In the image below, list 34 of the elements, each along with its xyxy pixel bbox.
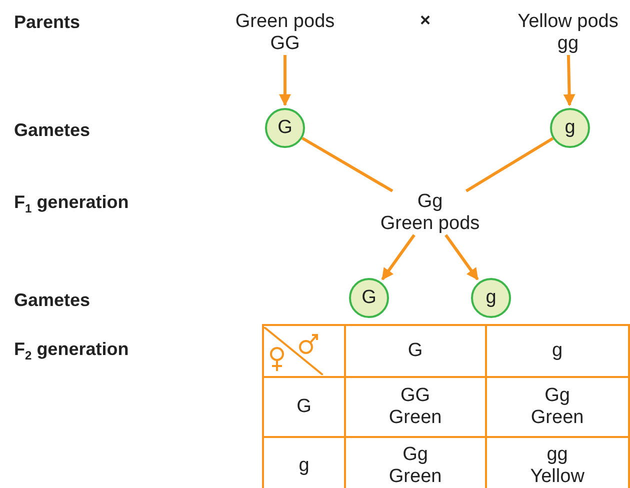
allele-label: G — [278, 117, 292, 139]
connector-line — [302, 136, 394, 192]
genotype-text: Green pods — [234, 11, 336, 33]
row-heading: Parents — [14, 12, 80, 33]
allele-label: G — [362, 287, 376, 309]
arrow — [444, 234, 479, 280]
allele-label: g — [564, 117, 576, 139]
arrow — [381, 234, 416, 280]
genotype-text: Gg — [416, 191, 444, 213]
gamete-circle — [550, 108, 590, 148]
cross-sign: × — [420, 10, 431, 31]
allele-label: g — [486, 287, 496, 309]
genotype-text: Yellow pods — [516, 11, 620, 33]
row-heading: Gametes — [14, 290, 90, 311]
allele-label: g — [551, 340, 564, 362]
allele-label: G — [296, 396, 312, 418]
arrow — [279, 55, 291, 106]
genotype-phenotype-text: GG Green — [388, 385, 443, 429]
row-heading: F$_{1}$ generation — [14, 192, 129, 216]
genotype-text: GG — [269, 33, 301, 55]
gamete-circle — [349, 278, 389, 318]
gamete-circle — [265, 108, 305, 148]
arrow — [563, 54, 576, 106]
genotype-phenotype-text: Gg Green — [530, 385, 585, 429]
row-heading: F$_{2}$ generation — [14, 339, 129, 363]
row-heading: Gametes — [14, 120, 90, 141]
allele-label: g — [298, 455, 310, 477]
genotype-text: Green pods — [379, 213, 481, 235]
genotype-phenotype-text: gg Yellow — [529, 444, 586, 488]
genotype-text: gg — [556, 33, 580, 55]
gamete-circle — [471, 278, 511, 318]
genotype-phenotype-text: Gg Green — [388, 444, 443, 488]
allele-label: G — [406, 340, 424, 362]
connector-line — [465, 137, 554, 192]
